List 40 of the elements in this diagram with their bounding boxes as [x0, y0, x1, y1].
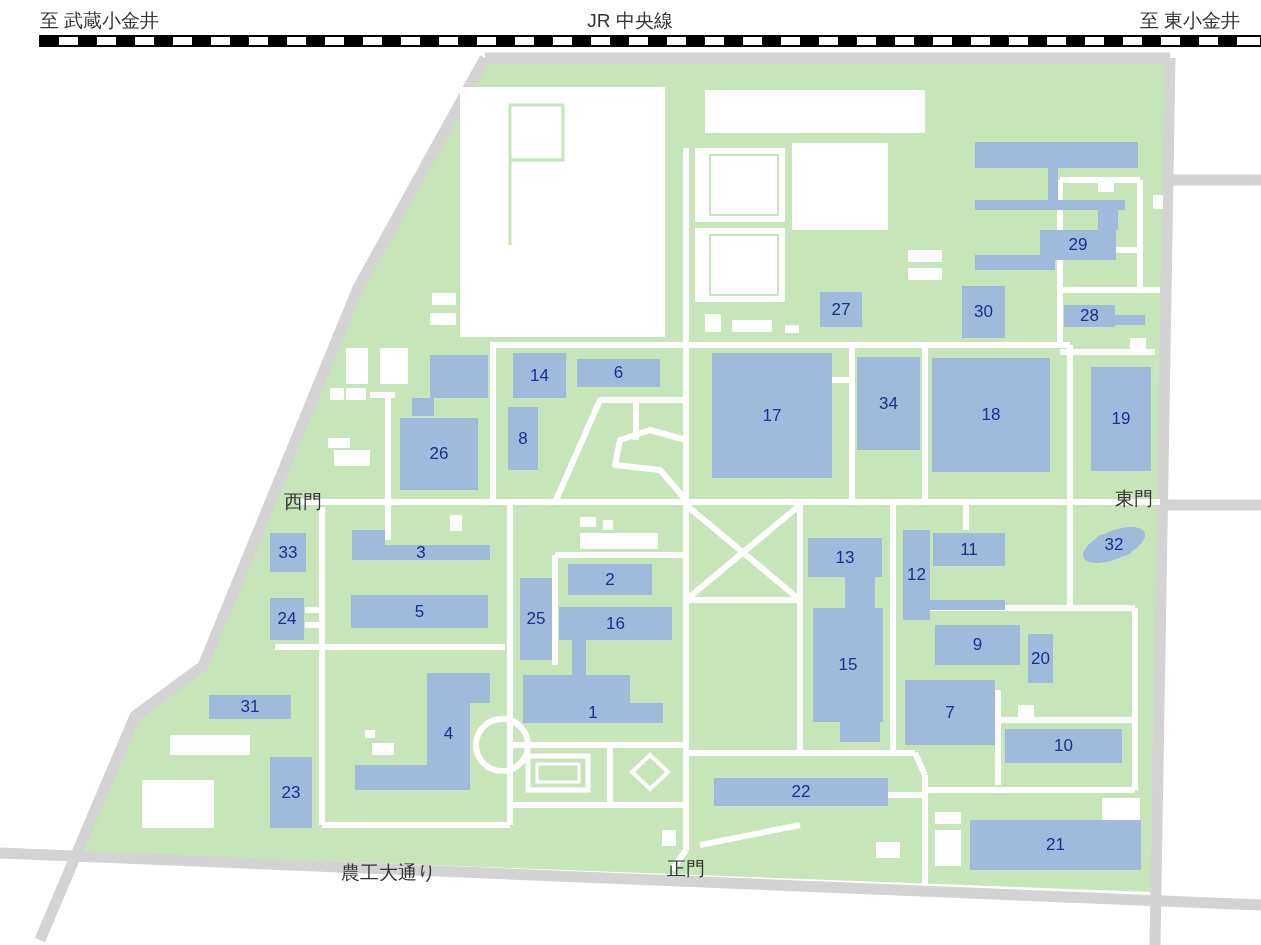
- building: 12: [903, 530, 930, 620]
- building: 27: [820, 292, 862, 327]
- building: 5: [351, 595, 488, 628]
- building: 15: [813, 608, 883, 722]
- building: 3: [352, 545, 490, 560]
- building: 34: [857, 357, 920, 450]
- building: 14: [513, 353, 566, 398]
- building: 8: [508, 407, 538, 470]
- building: 21: [970, 820, 1141, 870]
- building: 26: [400, 418, 478, 490]
- building: 9: [935, 625, 1020, 665]
- gate-label: 東門: [1115, 487, 1153, 511]
- building: 30: [962, 286, 1005, 338]
- building: 31: [209, 695, 291, 719]
- street-label: 農工大通り: [340, 861, 436, 885]
- building: 25: [520, 578, 552, 660]
- building: 28: [1064, 305, 1115, 327]
- building: 10: [1005, 729, 1122, 763]
- building: 11: [933, 533, 1005, 566]
- building: 1: [523, 703, 663, 723]
- building: 6: [577, 359, 660, 387]
- place-label: 至 武蔵小金井: [40, 9, 160, 33]
- building: 19: [1091, 367, 1151, 471]
- building: 13: [808, 538, 882, 577]
- building: 29: [1040, 230, 1116, 260]
- building: 32: [1094, 534, 1134, 556]
- gate-label: 正門: [667, 857, 705, 881]
- building: 2: [568, 564, 652, 595]
- building: 24: [270, 598, 304, 640]
- building: 22: [714, 778, 888, 806]
- gate-label: 西門: [284, 490, 322, 514]
- building: 33: [270, 533, 306, 572]
- building: 17: [712, 353, 832, 478]
- place-label: 至 東小金井: [1139, 9, 1240, 33]
- building: 7: [905, 680, 995, 745]
- building: 18: [932, 358, 1050, 472]
- line-label: JR 中央線: [587, 9, 673, 33]
- building: 23: [270, 757, 312, 828]
- building: 20: [1028, 634, 1053, 683]
- building: 16: [559, 607, 672, 640]
